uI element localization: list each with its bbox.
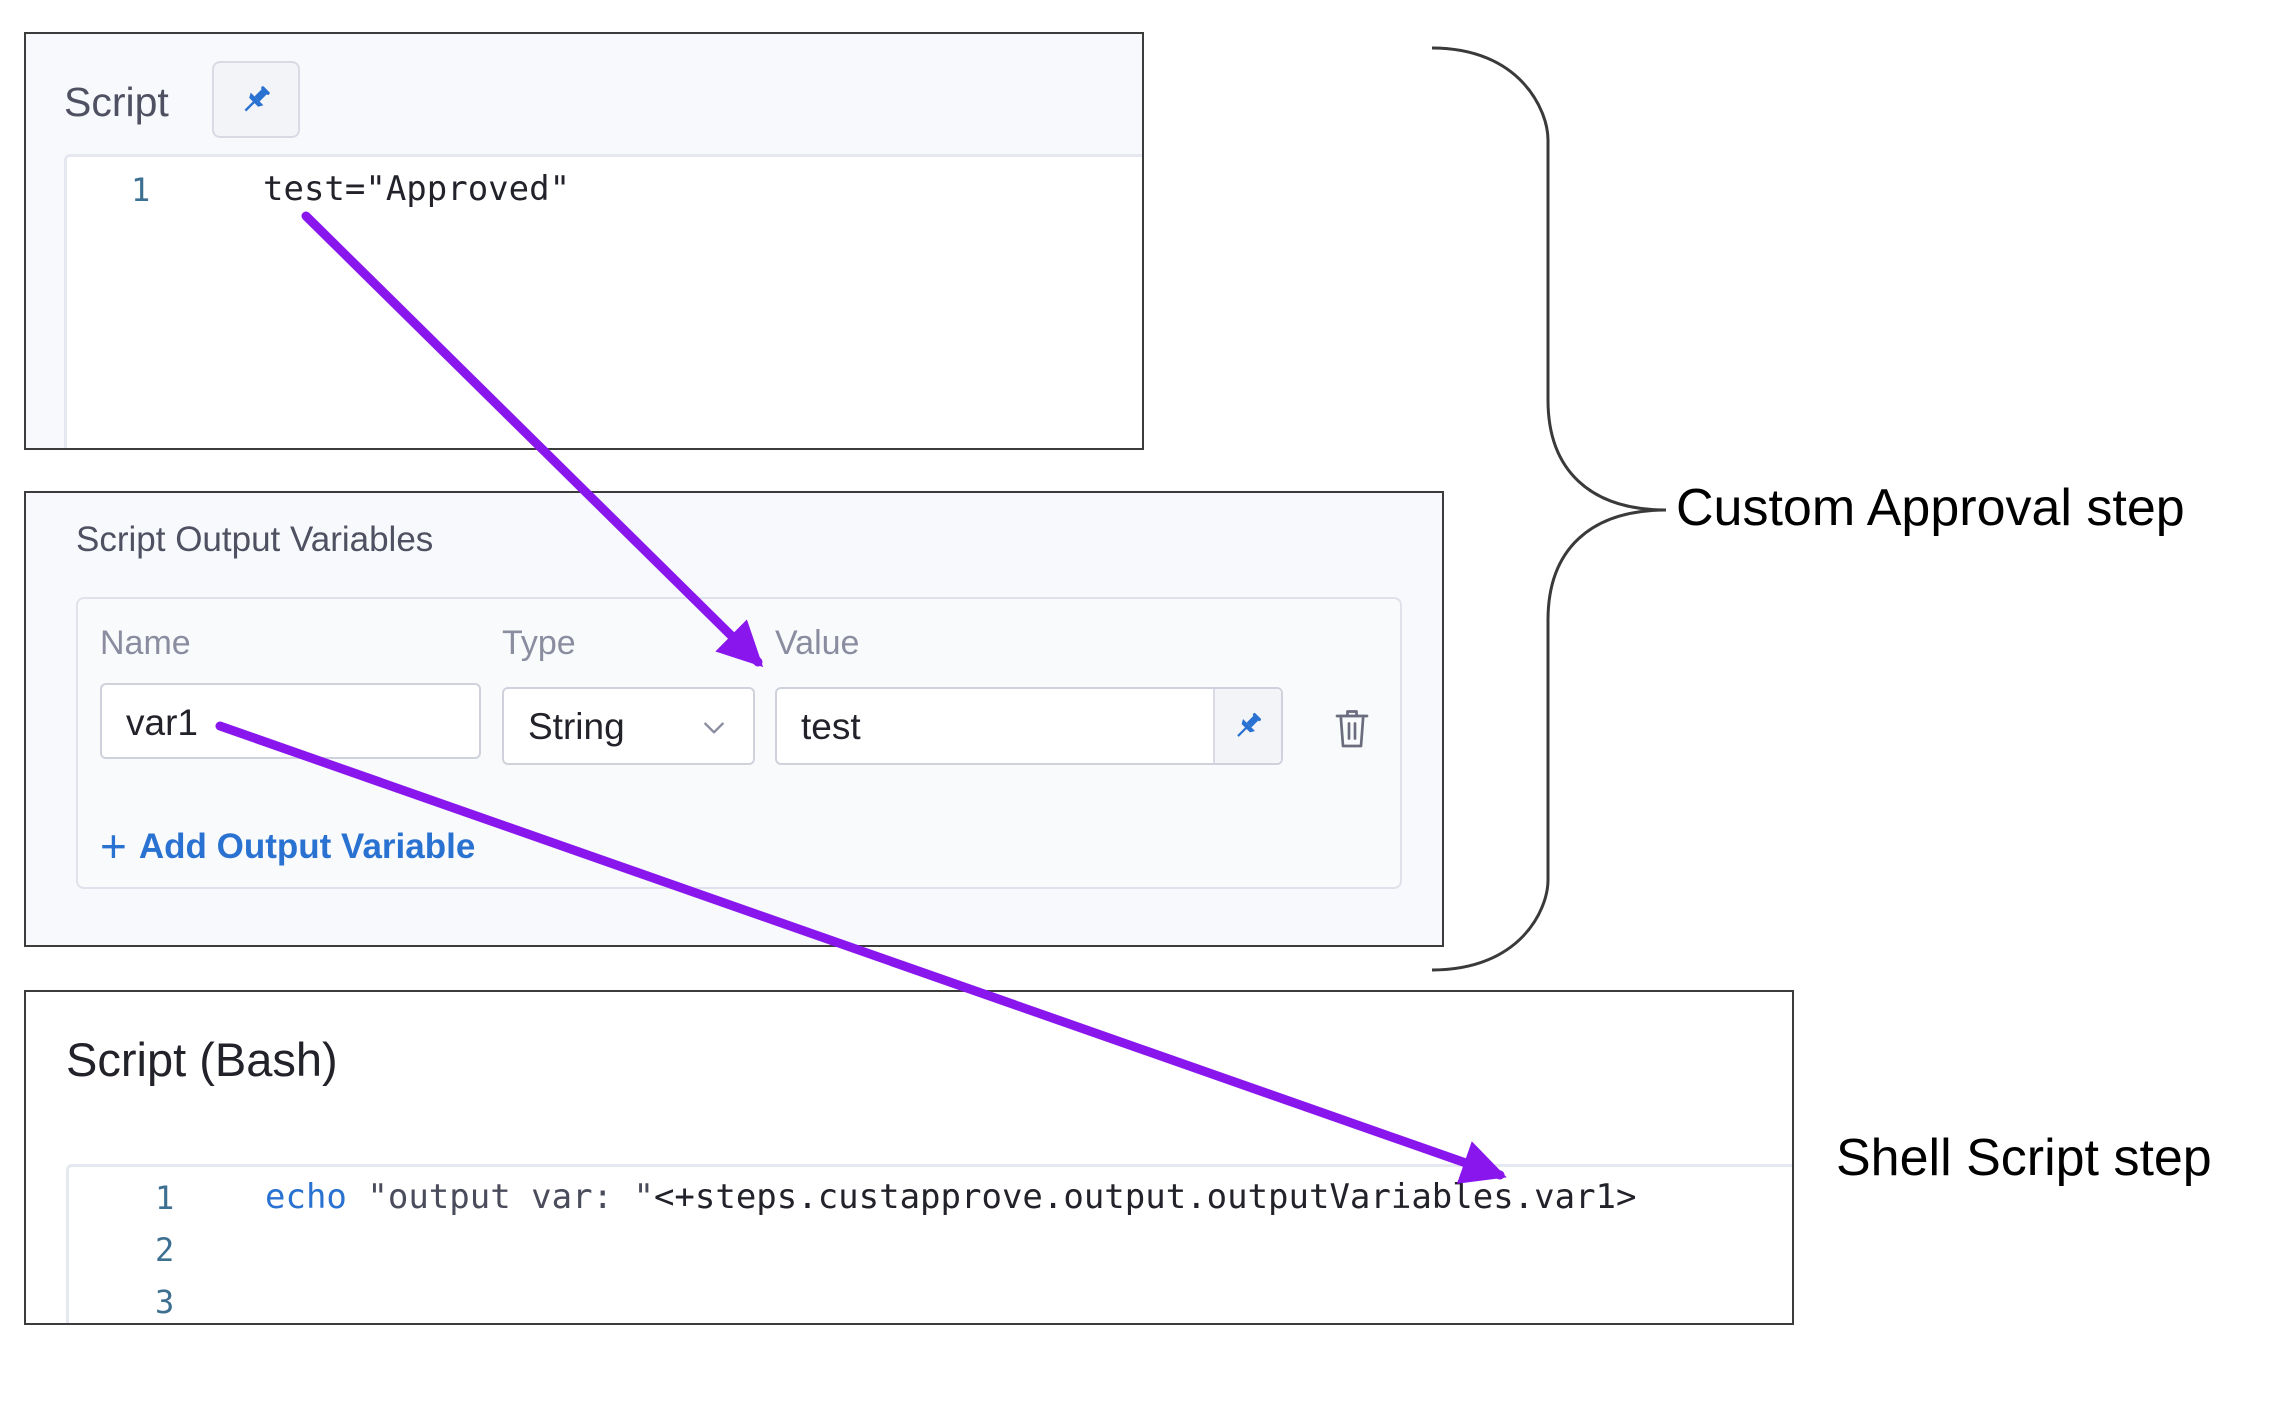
brace-shape bbox=[1431, 46, 1667, 972]
code-string: "output var: " bbox=[367, 1177, 654, 1217]
line-number: 1 bbox=[131, 171, 151, 209]
arrow-script-to-value bbox=[301, 211, 764, 668]
bash-script-title: Script (Bash) bbox=[66, 1033, 338, 1086]
pin-icon bbox=[244, 85, 270, 111]
add-output-variable-label: Add Output Variable bbox=[138, 827, 476, 866]
script-code-editor[interactable]: 1 test="Approved" bbox=[64, 154, 1142, 448]
shell-script-step-label: Shell Script step bbox=[1836, 1129, 2212, 1187]
variable-type-select[interactable]: String bbox=[502, 687, 755, 765]
line-number: 1 bbox=[155, 1179, 175, 1217]
plus-icon: + bbox=[100, 820, 127, 872]
code-line: test="Approved" bbox=[263, 169, 571, 209]
value-pin-button[interactable] bbox=[1213, 689, 1281, 763]
custom-approval-script-panel: Script 1 test="Approved" bbox=[24, 32, 1144, 450]
name-column-header: Name bbox=[100, 624, 191, 662]
bash-code-editor[interactable]: 1 2 3 echo "output var: "<+steps.custapp… bbox=[66, 1164, 1792, 1323]
add-output-variable-link[interactable]: + Add Output Variable bbox=[100, 815, 476, 872]
custom-approval-step-label: Custom Approval step bbox=[1676, 479, 2185, 537]
type-column-header: Type bbox=[502, 624, 576, 662]
variable-value-text: test bbox=[801, 706, 861, 747]
variable-name-value: var1 bbox=[126, 702, 198, 743]
chevron-down-icon bbox=[704, 722, 724, 734]
script-title: Script bbox=[64, 79, 169, 125]
variable-type-value: String bbox=[528, 706, 625, 747]
shell-script-panel: Script (Bash) 1 2 3 echo "output var: "<… bbox=[24, 990, 1794, 1325]
code-keyword: echo bbox=[265, 1177, 347, 1217]
trash-icon[interactable] bbox=[1334, 707, 1370, 749]
script-pin-button[interactable] bbox=[212, 61, 300, 138]
line-number: 3 bbox=[155, 1283, 175, 1321]
value-column-header: Value bbox=[775, 624, 860, 662]
variable-value-input[interactable]: test bbox=[775, 687, 1283, 765]
output-variables-title: Script Output Variables bbox=[76, 520, 434, 559]
line-number: 2 bbox=[155, 1231, 175, 1269]
pin-icon bbox=[1237, 712, 1262, 737]
arrow-var-to-expression bbox=[215, 721, 1507, 1184]
